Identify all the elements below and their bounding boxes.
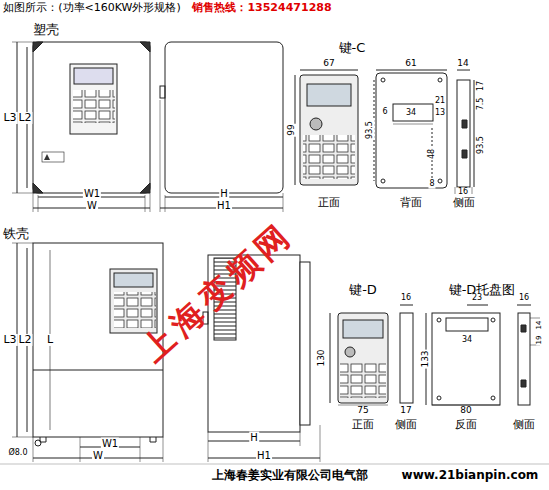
dimension-label: 34 (461, 336, 473, 345)
dimension-label: W (86, 200, 98, 211)
dimension-label: 6 (381, 108, 388, 117)
dimension-label: 67 (322, 59, 335, 69)
dimension-label: 8 (428, 180, 435, 189)
dimension-label: Ø8.0 (7, 449, 28, 458)
dimension-label: 93.5 (366, 120, 375, 140)
dimension-label: 99 (287, 123, 297, 136)
dimension-label: 80 (459, 406, 472, 416)
dimension-label: 61 (404, 59, 417, 69)
dimension-label: 23 (471, 294, 483, 303)
caption-note: 如图所示：(功率<160KW外形规格) (2, 2, 182, 14)
dimension-label: W1 (83, 188, 101, 199)
dimension-label: W (92, 450, 104, 461)
dimension-label: L (46, 334, 54, 346)
view-label: 正面 (351, 419, 375, 431)
dimension-label: 130 (317, 348, 327, 367)
dimension-label: 16 (457, 188, 469, 197)
dimension-label: W1 (101, 438, 119, 449)
dimension-label: 17 (477, 80, 486, 92)
dimension-label: L2 (17, 334, 32, 346)
dimension-label: L2 (17, 112, 32, 124)
keypad-title: 键-C (338, 41, 367, 55)
dimension-label: H1 (216, 200, 232, 211)
section-title: 铁壳 (2, 227, 30, 241)
dimension-label: L3 (2, 334, 17, 346)
dimension-label: 93.5 (477, 135, 486, 155)
company-footer: 上海春姜实业有限公司电气部 (211, 469, 369, 482)
dimension-label: 48 (428, 148, 437, 160)
view-label: 背面 (399, 197, 423, 209)
dimension-label: 75 (356, 406, 369, 416)
view-label: 侧面 (512, 419, 536, 431)
dimension-label: H (249, 432, 259, 443)
view-label: 侧面 (394, 419, 418, 431)
section-title: 塑壳 (32, 23, 60, 37)
keypad-title: 键-D (348, 283, 378, 297)
dimension-label: H1 (256, 450, 272, 461)
dimension-label: 17 (399, 406, 412, 416)
view-label: 正面 (317, 197, 341, 209)
dimension-label: 34 (405, 109, 417, 118)
dimension-label: H (219, 188, 229, 199)
website-footer: www.21bianpin.com (401, 469, 540, 482)
dimension-label: 133 (421, 349, 431, 368)
dimension-label: 16 (518, 294, 530, 303)
dimension-label: 21 (434, 97, 446, 106)
dimension-label: 7.5 (477, 97, 486, 112)
view-label: 侧面 (452, 197, 476, 209)
hotline: 销售热线：13524471288 (191, 2, 332, 14)
dimension-label: L3 (2, 112, 17, 124)
dimension-label: 19 (536, 335, 544, 346)
dimension-label: 14 (456, 59, 469, 69)
dimension-label: 13 (434, 109, 446, 118)
dimension-label: 14 (536, 320, 544, 331)
view-label: 反面 (454, 419, 478, 431)
dimension-label: 16 (400, 294, 412, 303)
